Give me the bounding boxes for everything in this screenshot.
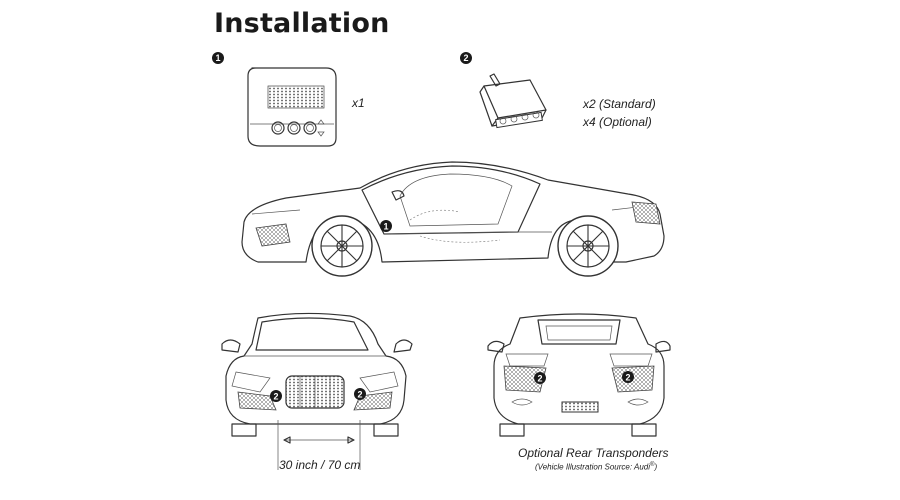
illustration-source-credit-close: ) <box>654 462 658 472</box>
car-front-view <box>221 312 413 470</box>
part-2-marker: 2 <box>460 52 472 64</box>
rear-transponders-caption: Optional Rear Transponders <box>518 446 669 460</box>
page-title: Installation <box>214 8 390 39</box>
registered-mark: ® <box>650 462 655 468</box>
callout-part-2-rear-right: 2 <box>622 371 634 383</box>
part-1-quantity: x1 <box>352 96 365 110</box>
callout-part-2-front-right-label: 2 <box>357 390 362 400</box>
callout-part-2-front-left-label: 2 <box>273 392 278 402</box>
control-unit-drawing <box>247 67 337 147</box>
front-measurement-label: 30 inch / 70 cm <box>279 458 361 472</box>
part-2-quantity-standard: x2 (Standard) <box>583 97 656 111</box>
callout-part-1-side: 1 <box>380 220 392 232</box>
illustration-source-credit: (Vehicle Illustration Source: Audi®) <box>535 462 657 472</box>
callout-part-2-rear-left: 2 <box>534 372 546 384</box>
part-2-quantity-optional: x4 (Optional) <box>583 115 652 129</box>
car-side-view <box>241 161 665 277</box>
callout-part-2-front-right: 2 <box>354 388 366 400</box>
callout-part-2-rear-right-label: 2 <box>625 373 630 383</box>
illustration-source-credit-text: (Vehicle Illustration Source: Audi <box>535 462 651 472</box>
car-rear-view <box>487 313 671 437</box>
callout-part-2-rear-left-label: 2 <box>537 374 542 384</box>
callout-part-2-front-left: 2 <box>270 390 282 402</box>
part-1-marker: 1 <box>212 52 224 64</box>
callout-part-1-side-label: 1 <box>383 222 388 232</box>
transponder-drawing <box>479 73 547 129</box>
